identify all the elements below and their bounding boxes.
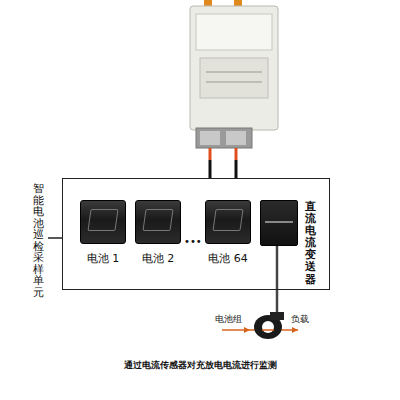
battery-label: 电池 1 [87, 251, 120, 266]
arrow-head [292, 327, 298, 333]
unit-frame: 智能电池巡检采样单元电池 1电池 2电池 64直流电流变送器 [62, 178, 330, 290]
sensor-hole [262, 321, 274, 333]
module-body [190, 6, 278, 130]
battery-label: 电池 2 [142, 251, 175, 266]
wire [209, 148, 212, 160]
module-panel [196, 14, 272, 50]
module-mark [206, 82, 262, 83]
terminal-screw [226, 131, 246, 145]
sampling-module: 电池 64 [205, 200, 251, 244]
leader-line [48, 237, 62, 239]
battery-label: 电池 64 [208, 251, 248, 266]
wire [235, 160, 238, 178]
source-label: 电池组 [214, 313, 243, 326]
signal-wire [276, 246, 279, 314]
current-transmitter: 直流电流变送器 [260, 200, 298, 246]
arrow-head [244, 327, 250, 333]
wire [235, 148, 238, 160]
terminal-screw [200, 131, 220, 145]
sampling-module: 电池 2 [135, 200, 181, 244]
ellipsis: ••• [183, 236, 203, 247]
vertical-label: 直流电流变送器 [305, 201, 316, 286]
module-label [200, 58, 268, 98]
load-label: 负载 [290, 313, 310, 326]
sensor-plug [270, 312, 284, 320]
conductor [262, 329, 274, 331]
terminal-block [196, 128, 252, 148]
wire [209, 160, 212, 178]
vertical-label: 智能电池巡检采样单元 [33, 183, 44, 298]
sampling-module: 电池 1 [80, 200, 126, 244]
caption: 通过电流传感器对充放电电流进行监测 [0, 359, 400, 372]
module-mark [206, 72, 262, 73]
